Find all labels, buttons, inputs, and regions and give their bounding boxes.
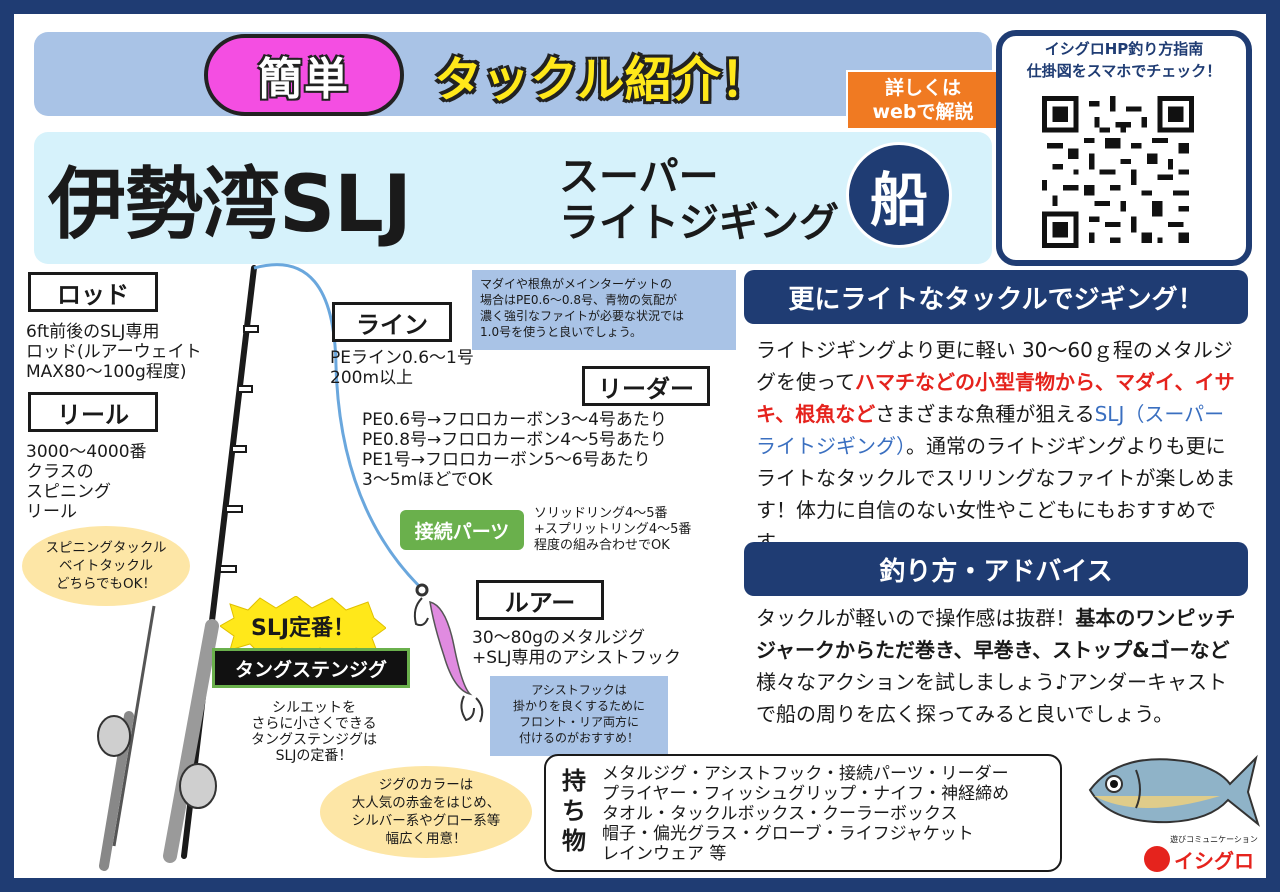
leader-desc-line1: PE0.6号→フロロカーボン3〜4号あたり	[362, 410, 667, 430]
section2-text-b: 様々なアクションを試しましょう♪アンダーキャストで船の周りを広く探ってみると良い…	[756, 670, 1227, 726]
slj-standard-label: SLJ定番！	[250, 616, 356, 641]
jig-oval-line1: ジグのカラーは	[378, 777, 474, 793]
reel-label: リール	[28, 392, 158, 432]
line-note-line1: マダイや根魚がメインターゲットの	[480, 277, 673, 291]
rod-label: ロッド	[28, 272, 158, 312]
jig-oval-line3: シルバー系やグロー系等	[351, 813, 501, 829]
line-note-line4: 1.0号を使うと良いでしょう。	[480, 325, 643, 339]
jig-color-oval: ジグのカラーは 大人気の赤金をはじめ、 シルバー系やグロー系等 幅広く用意！	[320, 766, 532, 858]
tungsten-jig-label: タングステンジグ	[212, 648, 410, 688]
section2-text-a: タックルが軽いので操作感は抜群！	[756, 606, 1076, 630]
logo-tagline: 遊びコミュニケーション	[1170, 835, 1258, 844]
jig-oval-line2: 大人気の赤金をはじめ、	[351, 795, 501, 811]
leader-label: リーダー	[582, 366, 710, 406]
logo-name: イシグロ	[1174, 848, 1254, 873]
jig-desc-line4: SLJの定番！	[275, 748, 353, 764]
jig-desc-line3: タングステンジグは	[251, 732, 377, 748]
qr-code[interactable]	[1042, 96, 1194, 248]
lure-note-line4: 付けるのがおすすめ！	[518, 731, 639, 745]
belongings-line3: タオル・タックルボックス・クーラーボックス	[602, 804, 958, 824]
line-note: マダイや根魚がメインターゲットの 場合はPE0.6〜0.8号、青物の気配が 濃く…	[472, 270, 736, 350]
logo-mark-icon	[1144, 846, 1170, 872]
line-description: PEライン0.6〜1号 200m以上	[330, 348, 530, 390]
belongings-line1: メタルジグ・アシストフック・接続パーツ・リーダー	[602, 764, 1009, 784]
section2-paragraph: タックルが軽いので操作感は抜群！基本のワンピッチジャークからただ巻き、早巻き、ス…	[756, 602, 1244, 742]
fish-icon	[1088, 754, 1260, 827]
connector-desc-line2: +スプリットリング4〜5番	[534, 522, 692, 537]
belongings-title: 持ち物	[562, 767, 586, 855]
connector-description: ソリッドリング4〜5番 +スプリットリング4〜5番 程度の組み合わせでOK	[534, 506, 744, 556]
lure-desc-line1: 30〜80gのメタルジグ	[472, 628, 646, 648]
reel-desc-line4: リール	[26, 502, 77, 522]
title-subtitle: スーパー ライトジギング	[559, 154, 859, 246]
belongings-box	[544, 754, 1062, 872]
reel-oval-line2: ベイトタックル	[58, 558, 154, 574]
leader-desc-line3: PE1号→フロロカーボン5〜6号あたり	[362, 450, 651, 470]
connector-desc-line3: 程度の組み合わせでOK	[534, 538, 670, 553]
section2-text-bold: 基本のワンピッチジャークからただ巻き、早巻き、ストップ&ゴーなど	[756, 606, 1236, 662]
reel-desc-line2: クラスの	[26, 462, 94, 482]
section1-text-b: さまざまな魚種が狙える	[875, 402, 1095, 426]
leader-desc-line2: PE0.8号→フロロカーボン4〜5号あたり	[362, 430, 667, 450]
line-label: ライン	[332, 302, 452, 342]
leader-desc-line4: 3〜5mほどでOK	[362, 470, 493, 490]
connector-desc-line1: ソリッドリング4〜5番	[534, 506, 668, 521]
lure-note-line2: 掛かりを良くするために	[512, 699, 645, 713]
rod-desc-line2: ロッド(ルアーウェイト	[26, 342, 202, 362]
jig-desc-line1: シルエットを	[272, 700, 356, 716]
line-desc-line1: PEライン0.6〜1号	[330, 348, 474, 368]
logo: イシグロ	[1144, 844, 1262, 874]
qr-caption-line2: 仕掛図をスマホでチェック！	[1026, 62, 1222, 80]
tungsten-jig-description: シルエットを さらに小さくできる タングステンジグは SLJの定番！	[234, 700, 394, 766]
lure-note-line3: フロント・リア両方に	[518, 715, 639, 729]
qr-caption-line1: イシグロHP釣り方指南	[1044, 40, 1204, 58]
belongings-line5: レインウェア 等	[602, 844, 727, 864]
title-sub-line1: スーパー	[559, 154, 719, 200]
lure-note: アシストフックは 掛かりを良くするために フロント・リア両方に 付けるのがおすす…	[490, 676, 668, 756]
section1-highlight-slj: SLJ（スーパーライトジギング）	[756, 402, 1225, 458]
connector-label: 接続パーツ	[400, 510, 524, 550]
line-note-line2: 場合はPE0.6〜0.8号、青物の気配が	[480, 293, 677, 307]
section1-text-c: 。通常のライトジギングよりも更にライトなタックルでスリリングなファイトが楽しめま…	[756, 434, 1236, 554]
title-band	[34, 132, 992, 264]
reel-desc-line3: スピニング	[26, 482, 111, 502]
boat-badge: 船	[846, 142, 952, 248]
qr-caption: イシグロHP釣り方指南 仕掛図をスマホでチェック！	[1002, 38, 1246, 88]
reel-note-oval: スピニングタックル ベイトタックル どちらでもOK！	[22, 526, 190, 606]
section2-title: 釣り方・アドバイス	[744, 542, 1248, 596]
reel-description: 3000〜4000番 クラスの スピニング リール	[26, 442, 196, 524]
section1-paragraph: ライトジギングより更に軽い 30〜60ｇ程のメタルジグを使ってハマチなどの小型青…	[756, 334, 1244, 554]
section1-title: 更にライトなタックルでジギング！	[744, 270, 1248, 324]
poster: 簡単 タックル紹介！ 詳しくは webで解説 伊勢湾SLJ スーパー ライトジギ…	[14, 14, 1266, 878]
web-badge-line1: 詳しくは	[884, 77, 961, 99]
section1-text-a: ライトジギングより更に軽い 30〜60ｇ程のメタルジグを使って	[756, 338, 1233, 394]
rod-illustration	[97, 263, 484, 871]
lure-note-line1: アシストフックは	[531, 683, 627, 697]
tackle-intro-title: タックル紹介！	[434, 52, 769, 108]
belongings-line2: プライヤー・フィッシュグリップ・ナイフ・神経締め	[602, 784, 1010, 804]
title-sub-line2: ライトジギング	[559, 200, 839, 246]
jig-oval-line4: 幅広く用意！	[385, 831, 467, 847]
web-badge-line2: webで解説	[872, 101, 974, 123]
line-note-line3: 濃く強引なファイトが必要な状況では	[480, 309, 685, 323]
reel-oval-line1: スピニングタックル	[45, 540, 167, 556]
reel-oval-line3: どちらでもOK！	[55, 576, 157, 592]
reel-desc-line1: 3000〜4000番	[26, 442, 147, 462]
belongings-line4: 帽子・偏光グラス・グローブ・ライフジャケット	[602, 824, 974, 844]
section1-highlight-fish: ハマチなどの小型青物から、マダイ、イサキ、根魚など	[756, 370, 1235, 426]
easy-badge: 簡単	[204, 34, 404, 116]
lure-description: 30〜80gのメタルジグ +SLJ専用のアシストフック	[472, 628, 742, 670]
jig-desc-line2: さらに小さくできる	[251, 716, 377, 732]
rod-desc-line3: MAX80〜100g程度)	[26, 362, 187, 382]
lure-label: ルアー	[476, 580, 604, 620]
line-desc-line2: 200m以上	[330, 368, 414, 388]
rod-desc-line1: 6ft前後のSLJ専用	[26, 322, 160, 342]
main-title: 伊勢湾SLJ	[48, 160, 412, 250]
web-badge[interactable]: 詳しくは webで解説	[846, 70, 1000, 130]
lure-desc-line2: +SLJ専用のアシストフック	[472, 648, 681, 668]
header-band	[34, 32, 992, 116]
rod-description: 6ft前後のSLJ専用 ロッド(ルアーウェイト MAX80〜100g程度)	[26, 322, 246, 384]
leader-description: PE0.6号→フロロカーボン3〜4号あたり PE0.8号→フロロカーボン4〜5号…	[362, 410, 732, 492]
belongings-list: メタルジグ・アシストフック・接続パーツ・リーダー プライヤー・フィッシュグリップ…	[602, 764, 1062, 868]
